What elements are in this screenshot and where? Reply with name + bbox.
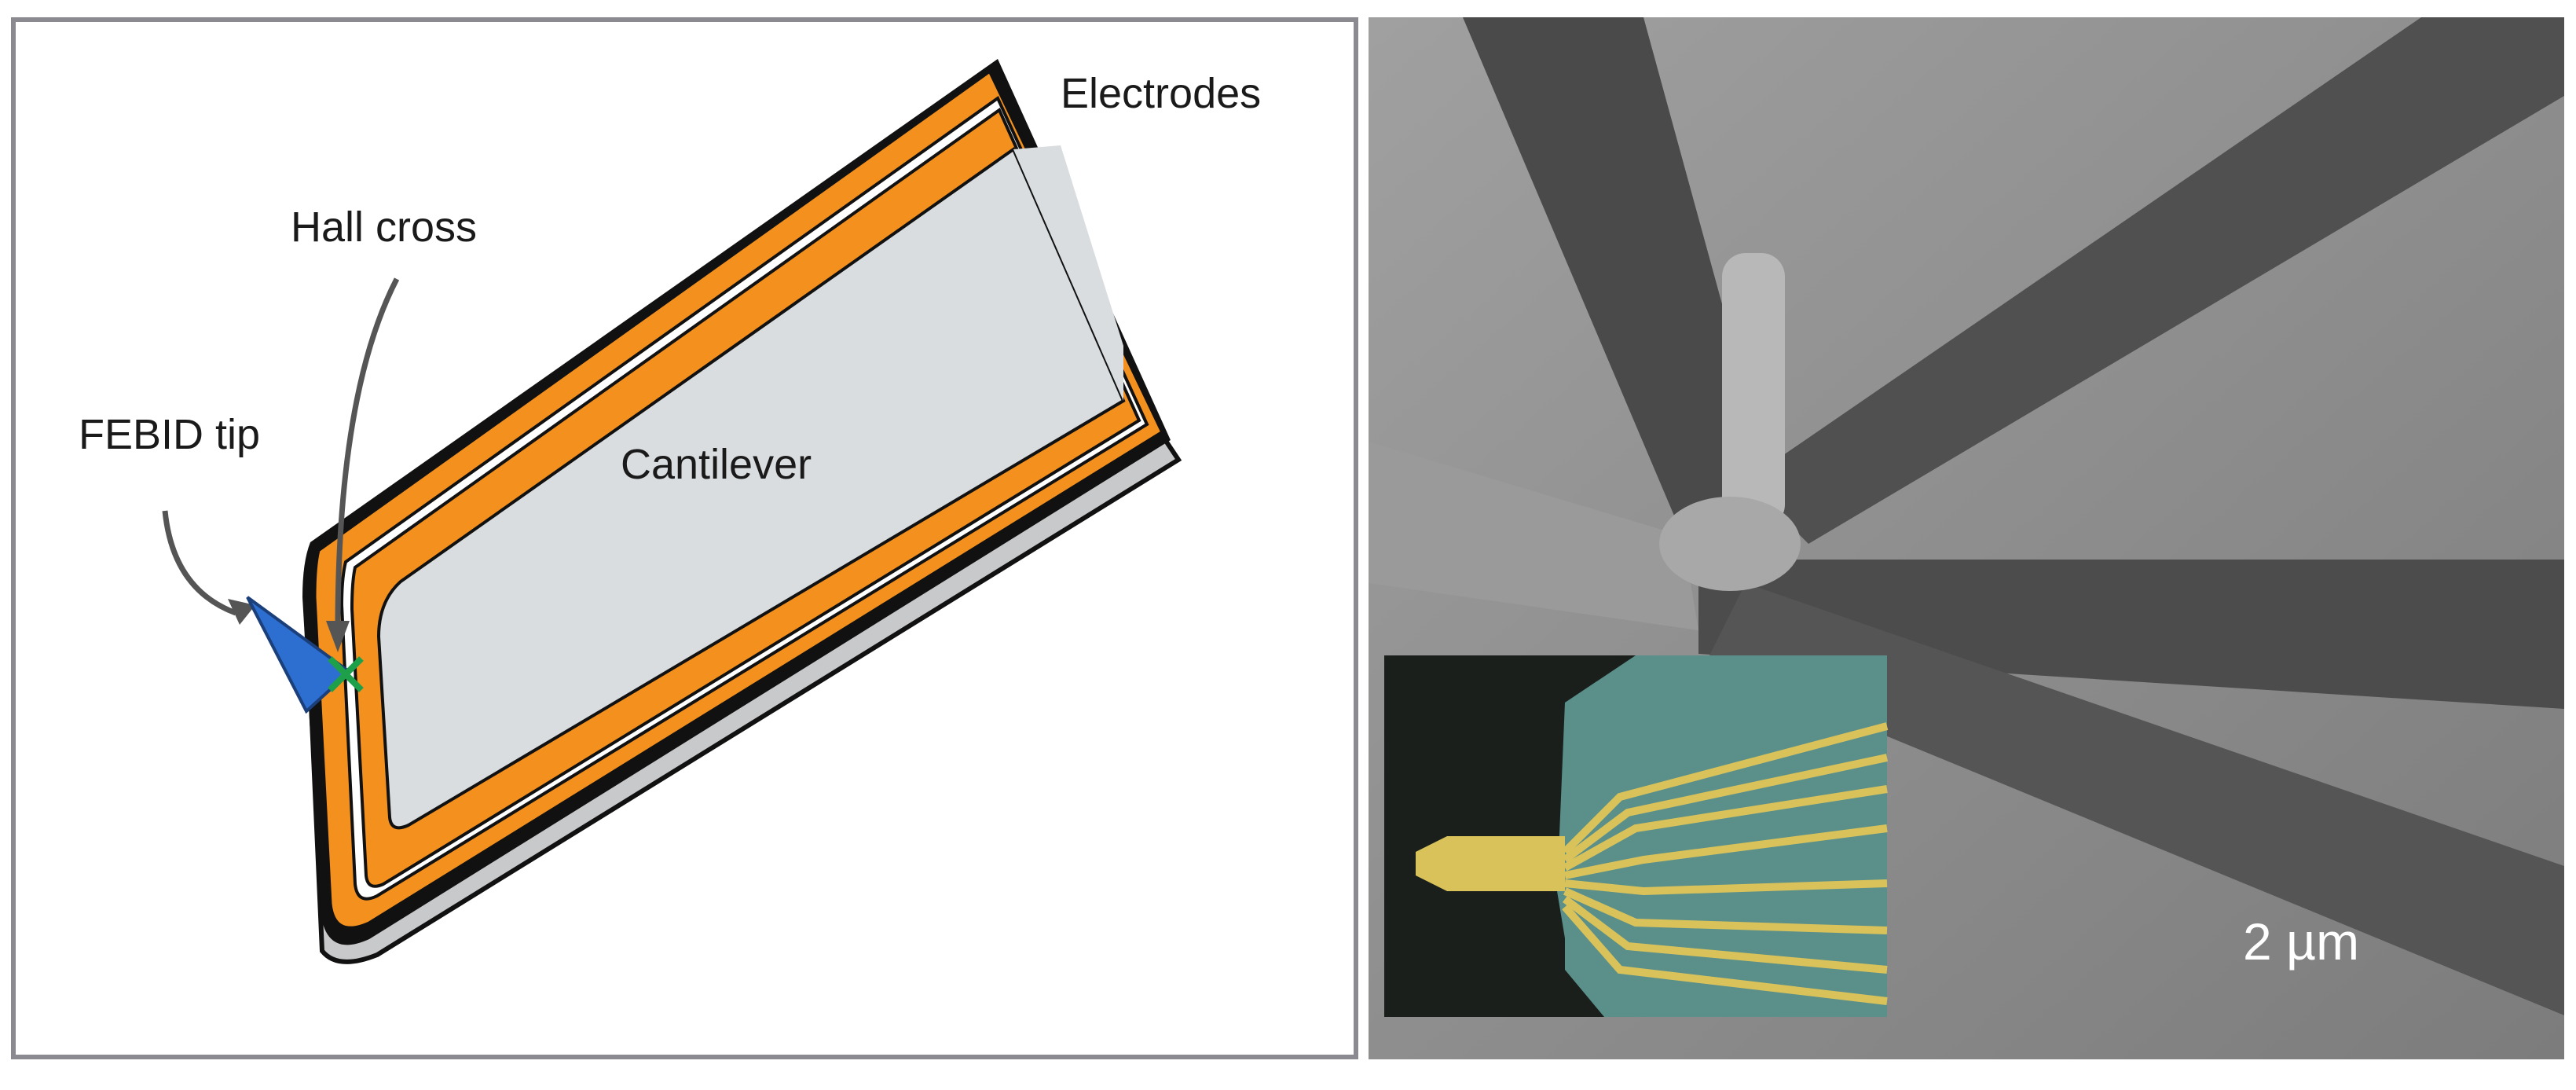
febid-arrow	[162, 510, 237, 616]
sem-image	[1369, 17, 2564, 1059]
febid-arrowhead	[228, 599, 255, 625]
sem-micrograph	[1369, 17, 2564, 1059]
inset-electrode-lines	[1562, 722, 1889, 1005]
febid-tip-icon	[246, 596, 353, 714]
hall-cross-icon	[328, 656, 364, 692]
sem-pillar	[1722, 253, 1785, 528]
sem-arm-right	[1698, 560, 2564, 709]
cantilever-body	[376, 146, 1126, 830]
hall-cross-arrowhead	[326, 621, 350, 652]
sem-arm-top-right	[1746, 17, 2564, 544]
scale-bar-label: 2 µm	[2243, 912, 2360, 971]
label-electrodes: Electrodes	[1061, 70, 1262, 117]
label-febid-tip: FEBID tip	[79, 411, 261, 458]
sem-arm-bottom-right	[1706, 583, 2564, 1015]
sem-center	[1659, 497, 1801, 591]
cantilever-wedge	[1013, 145, 1123, 401]
inset-cantilever	[1416, 836, 1565, 891]
label-cantilever: Cantilever	[621, 441, 812, 488]
hall-cross-arrow	[335, 277, 400, 629]
sem-arm-left	[1369, 442, 1698, 630]
label-hall-cross: Hall cross	[291, 204, 478, 251]
sem-arm-top-left	[1463, 17, 1777, 536]
inset-optical-image	[1384, 655, 1889, 1017]
